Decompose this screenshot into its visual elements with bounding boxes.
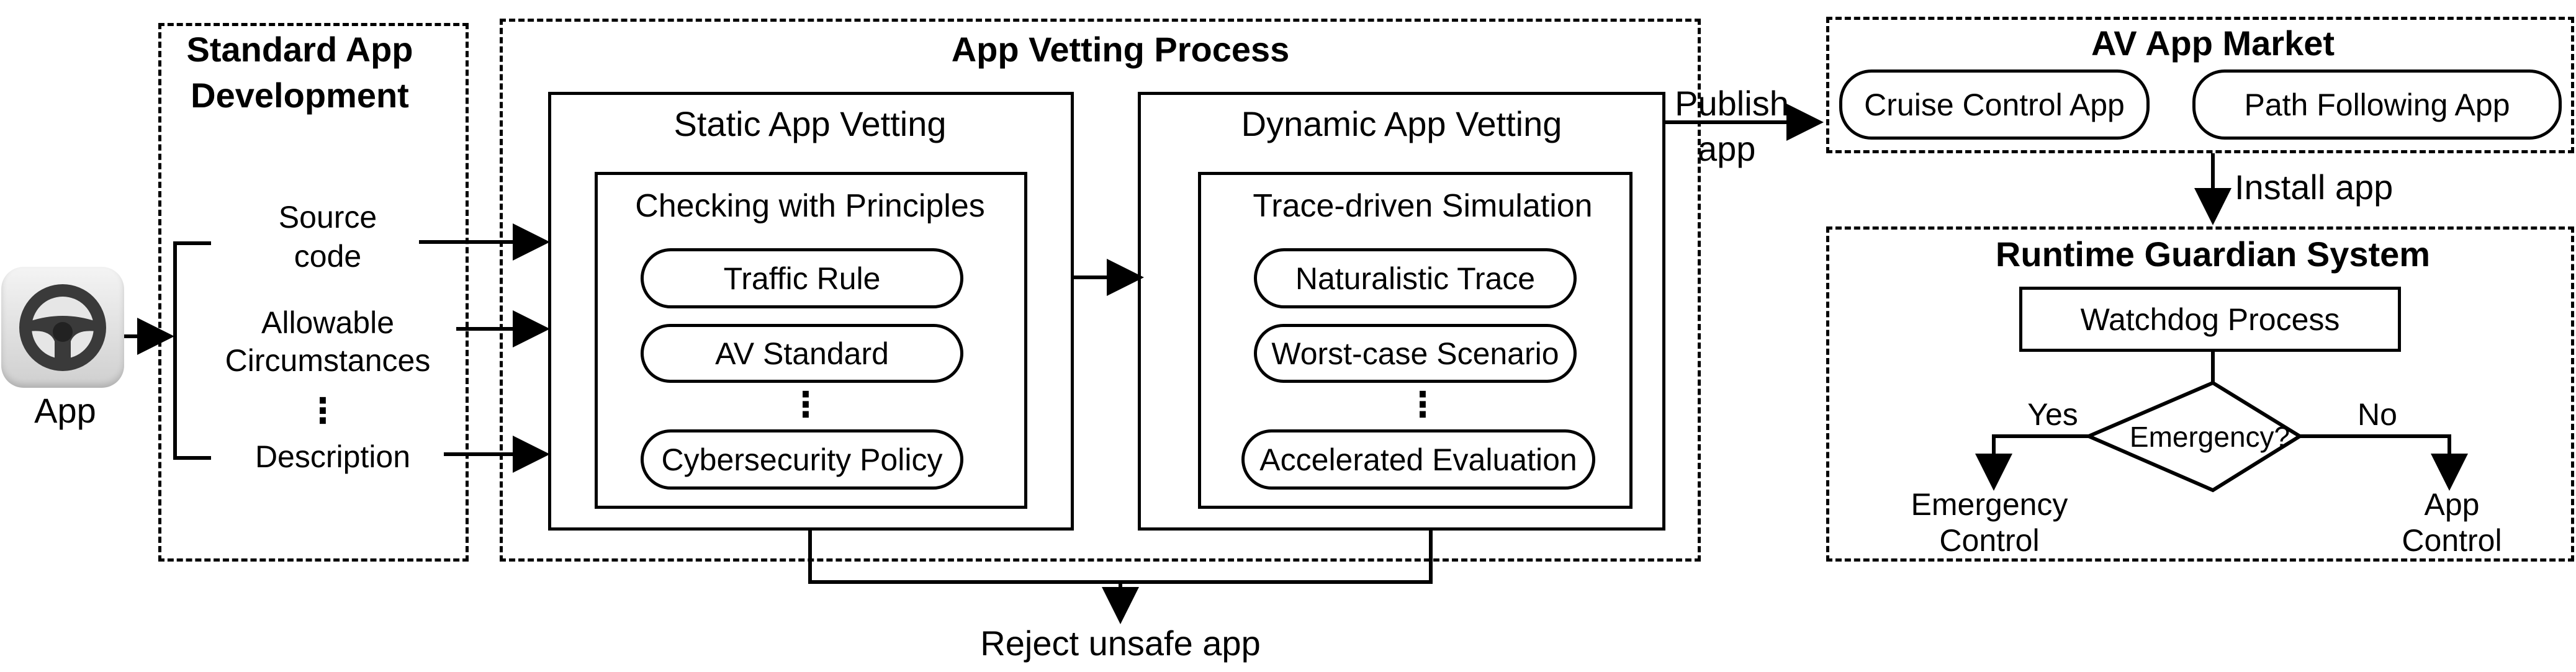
trace-driven-simulation-box xyxy=(1198,172,1633,509)
input-source-code-line1: Source xyxy=(278,200,377,235)
dynamic-app-vetting-box xyxy=(1138,92,1665,531)
app-control-line2: Control xyxy=(2402,523,2502,558)
input-description: Description xyxy=(254,439,411,474)
app-label: App xyxy=(34,391,96,430)
dynamic-title: Dynamic App Vetting xyxy=(1241,104,1562,143)
watchdog-label: Watchdog Process xyxy=(2080,302,2340,337)
app-vetting-process-box xyxy=(500,19,1701,562)
guardian-title: Runtime Guardian System xyxy=(1995,235,2431,274)
decision-diamond xyxy=(2084,380,2304,493)
reject-label: Reject unsafe app xyxy=(980,624,1261,663)
pill-traffic-rule: Traffic Rule xyxy=(641,248,963,308)
checking-with-principles-box xyxy=(595,172,1027,509)
dynamic-sub-title: Trace-driven Simulation xyxy=(1253,188,1593,224)
input-circumstances-line2: Circumstances xyxy=(225,343,431,378)
publish-line2: app xyxy=(1698,129,1756,168)
no-label: No xyxy=(2358,397,2397,432)
input-circumstances-line1: Allowable xyxy=(261,305,395,340)
pill-naturalistic-trace: Naturalistic Trace xyxy=(1254,248,1577,308)
arrow-yes xyxy=(1975,434,2089,491)
steering-wheel-icon xyxy=(19,284,106,371)
dynamic-ellipsis: ⋮ xyxy=(1405,385,1440,424)
market-title: AV App Market xyxy=(2091,24,2335,63)
install-label: Install app xyxy=(2235,168,2394,207)
static-title: Static App Vetting xyxy=(673,104,947,143)
publish-line1: Publish xyxy=(1675,84,1789,123)
pill-worst-case-scenario: Worst-case Scenario xyxy=(1254,324,1577,383)
static-app-vetting-box xyxy=(548,92,1074,531)
emergency-control-line2: Control xyxy=(1939,523,2040,558)
yes-label: Yes xyxy=(2027,397,2078,432)
pill-av-standard: AV Standard xyxy=(641,324,963,383)
static-sub-title: Checking with Principles xyxy=(635,188,985,224)
arrow-no xyxy=(2300,434,2468,491)
dev-title-line1: Standard App xyxy=(186,30,413,69)
decision-label: Emergency? xyxy=(2129,421,2290,453)
static-ellipsis: ⋮ xyxy=(788,385,823,424)
input-ellipsis: ⋮ xyxy=(305,391,340,430)
input-bracket xyxy=(173,241,211,460)
pill-cybersecurity-policy: Cybersecurity Policy xyxy=(641,429,963,490)
dev-title-line2: Development xyxy=(191,76,409,115)
app-path-following: Path Following App xyxy=(2192,69,2562,140)
runtime-guardian-box xyxy=(1826,226,2574,562)
app-control-line1: App xyxy=(2424,487,2480,522)
emergency-control-line1: Emergency xyxy=(1911,487,2068,522)
standard-app-development-box xyxy=(158,23,469,562)
app-icon xyxy=(1,267,124,388)
pill-accelerated-evaluation: Accelerated Evaluation xyxy=(1241,429,1595,490)
app-cruise-control: Cruise Control App xyxy=(1839,69,2150,140)
watchdog-process-box: Watchdog Process xyxy=(2019,287,2401,352)
av-app-market-box xyxy=(1826,17,2574,153)
vetting-title: App Vetting Process xyxy=(951,30,1290,69)
input-source-code-line2: code xyxy=(294,239,362,274)
